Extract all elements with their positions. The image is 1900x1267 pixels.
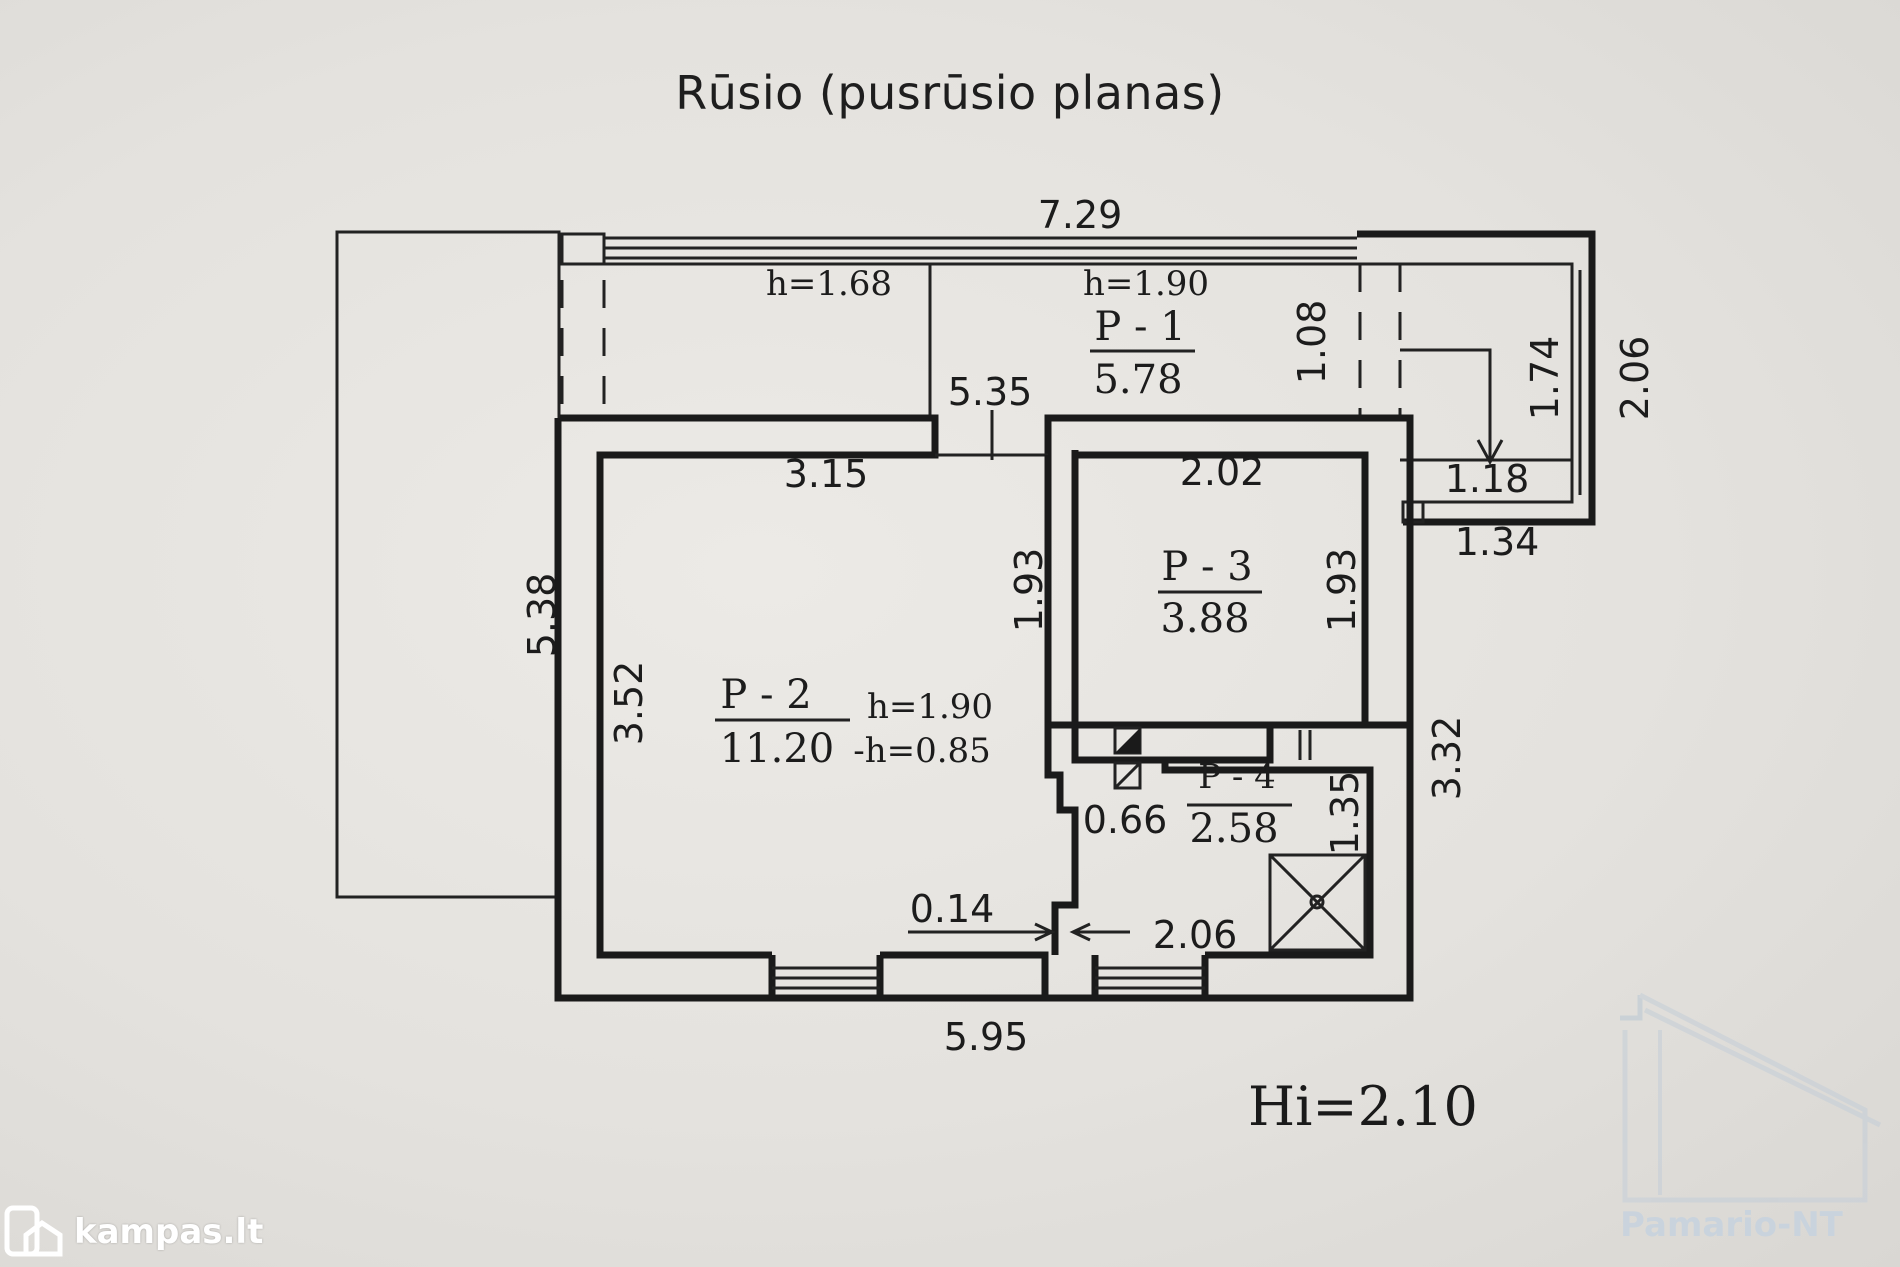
p1-area: 5.78 bbox=[1093, 357, 1182, 403]
p4-label: P - 4 bbox=[1198, 757, 1276, 797]
dim-p3-right: 1.93 bbox=[1320, 548, 1364, 633]
dim-p4-height: 1.35 bbox=[1323, 771, 1367, 856]
stair-outer-wall bbox=[1357, 230, 1596, 526]
p2-height: h=1.90 bbox=[867, 687, 993, 727]
dim-top-width: 7.29 bbox=[1038, 193, 1123, 237]
ceiling-height: Hi=2.10 bbox=[1248, 1075, 1478, 1138]
kampas-watermark: kampas.lt bbox=[4, 1205, 263, 1259]
vent-shaft-1-fill bbox=[1115, 728, 1140, 753]
p4-area: 2.58 bbox=[1189, 806, 1278, 852]
p3-room-wall bbox=[1071, 451, 1369, 729]
dim-stair-outer: 1.34 bbox=[1455, 520, 1540, 564]
dim-p2-right: 1.93 bbox=[1007, 548, 1051, 633]
dim-stair-height: 1.74 bbox=[1523, 336, 1567, 421]
roof-logo-icon bbox=[1620, 992, 1882, 1203]
p2-depth: -h=0.85 bbox=[853, 731, 991, 771]
stair-inner-wall bbox=[1357, 262, 1574, 504]
p2-label: P - 2 bbox=[720, 672, 811, 718]
corridor-post-left bbox=[560, 232, 606, 266]
dim-p4-small: 0.66 bbox=[1083, 798, 1168, 842]
stair-run bbox=[1400, 348, 1492, 460]
kampas-watermark-text: kampas.lt bbox=[74, 1212, 264, 1252]
plan-title: Rūsio (pusrūsio planas) bbox=[675, 66, 1225, 120]
dim-stair-width: 1.18 bbox=[1445, 457, 1530, 501]
p4-left-wall bbox=[1044, 725, 1079, 955]
dim-stair-outer-height: 2.06 bbox=[1613, 336, 1657, 421]
p4-top-wall bbox=[1071, 725, 1274, 764]
p4-wall bbox=[1161, 760, 1374, 959]
vent-shaft-2 bbox=[1113, 761, 1142, 790]
shower-drain bbox=[1309, 894, 1325, 910]
dim-p4-width: 2.06 bbox=[1153, 913, 1238, 957]
dim-arrowhead-0-14 bbox=[1034, 922, 1056, 942]
p2-bottom-wall bbox=[880, 951, 1049, 998]
dim-arrowhead-2-06 bbox=[1069, 922, 1091, 942]
p2-area: 11.20 bbox=[720, 726, 835, 772]
stair-arrow bbox=[1476, 439, 1504, 466]
annex-outline bbox=[335, 230, 561, 899]
dim-corridor-height: 1.08 bbox=[1290, 300, 1334, 385]
shower-diag-2 bbox=[1268, 853, 1367, 952]
vent-shaft-2-diag bbox=[1113, 761, 1142, 790]
house-logo-icon bbox=[4, 1205, 63, 1257]
p3-label: P - 3 bbox=[1161, 544, 1252, 590]
p2-inner-wall bbox=[560, 414, 939, 959]
pamario-watermark: Pamario-NT bbox=[1620, 1205, 1843, 1245]
dim-inner-span: 5.35 bbox=[948, 370, 1033, 414]
p1-height-b: h=1.90 bbox=[1083, 264, 1209, 304]
outer-wall bbox=[554, 414, 1414, 1002]
dim-right-height: 3.32 bbox=[1425, 716, 1469, 801]
p3-area: 3.88 bbox=[1160, 596, 1249, 642]
p1-height-a: h=1.68 bbox=[766, 264, 892, 304]
shower-tray bbox=[1268, 853, 1367, 952]
p1-label: P - 1 bbox=[1094, 304, 1185, 350]
dim-wall-gap: 0.14 bbox=[910, 887, 995, 931]
dim-p2-width: 3.15 bbox=[784, 452, 869, 496]
dim-bottom-width: 5.95 bbox=[944, 1015, 1029, 1059]
dim-p3-width: 2.02 bbox=[1180, 450, 1265, 494]
p3-left-wall bbox=[1044, 450, 1079, 729]
dim-p2-height: 3.52 bbox=[607, 661, 651, 746]
dim-left-height: 5.38 bbox=[520, 573, 564, 658]
